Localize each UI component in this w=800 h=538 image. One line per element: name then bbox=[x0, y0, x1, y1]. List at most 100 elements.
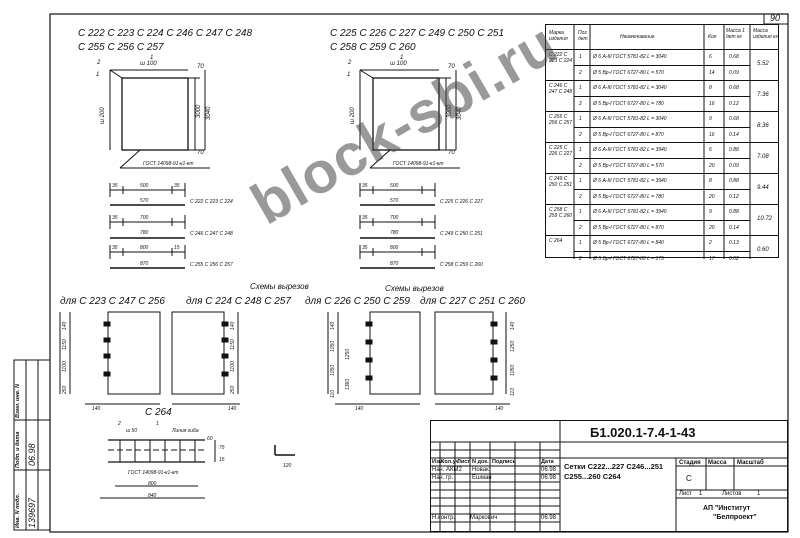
sb-35-1: 35 bbox=[362, 183, 368, 189]
spec-subrow-divider bbox=[574, 250, 750, 252]
spec-name: Ø 5 Вр-I ГОСТ 6727-80 L = 570 bbox=[593, 162, 664, 169]
h-date: Дата bbox=[541, 459, 554, 465]
spec-h-pos: Поз дет bbox=[578, 30, 588, 42]
spec-pos: 2 bbox=[579, 69, 582, 76]
sheets-header: Листов bbox=[722, 491, 742, 497]
r1-name: Новак bbox=[472, 467, 489, 473]
sb-r1-top: 500 bbox=[390, 183, 399, 189]
mesh-b-d70-bottom: 70 bbox=[448, 150, 455, 156]
sa-35-2: 35 bbox=[174, 183, 180, 189]
sheet-header: Лист bbox=[679, 491, 693, 497]
sb-r1-bot: 570 bbox=[390, 198, 399, 204]
mesh-a-w100: ш 100 bbox=[140, 61, 157, 67]
mesh-a-d70-bottom: 70 bbox=[197, 150, 204, 156]
spec-mass-one: 0.09 bbox=[729, 69, 739, 76]
spec-pos: 2 bbox=[579, 193, 582, 200]
page-number: 90 bbox=[770, 13, 781, 23]
spec-mass-one: 0.68 bbox=[729, 116, 739, 122]
spec-row-divider bbox=[546, 142, 778, 143]
spec-h-mtotal: Масса изделия кг bbox=[753, 28, 778, 40]
cut2-140: 140 bbox=[230, 321, 236, 330]
c264-60: 60 bbox=[207, 436, 213, 442]
sb-40-1: 35 bbox=[362, 215, 368, 221]
side-sign-value: 06.98 bbox=[27, 443, 37, 466]
stamp-grid bbox=[430, 420, 788, 532]
spec-subrow-divider bbox=[574, 126, 750, 128]
c264-15: 15 bbox=[219, 457, 225, 463]
spec-qty: 16 bbox=[709, 131, 715, 138]
spec-subrow-divider bbox=[574, 95, 750, 97]
r3-date: 06.98 bbox=[541, 515, 557, 521]
spec-qty: 9 bbox=[709, 116, 712, 122]
mesh-a-pos1-left: 1 bbox=[96, 72, 100, 78]
spec-mark: С 249 С 250 С 251 bbox=[549, 176, 573, 188]
sb-r2-label: С 249 С 250 С 251 bbox=[440, 231, 483, 237]
spec-mass-total: 10.72 bbox=[757, 216, 773, 222]
spec-mass-one: 0.68 bbox=[729, 54, 739, 60]
mesh-a-drawing bbox=[109, 69, 210, 169]
mesh-b-d70: 70 bbox=[448, 64, 455, 70]
h-list: Лист bbox=[457, 459, 470, 465]
schemes-a bbox=[109, 183, 186, 269]
spec-h-mark: Марка изделия bbox=[549, 30, 568, 42]
spec-qty: 20 bbox=[709, 162, 715, 169]
sa-r3-top: 800 bbox=[140, 245, 149, 251]
spec-qty: 2 bbox=[709, 240, 712, 246]
spec-mass-one: 0.13 bbox=[729, 240, 739, 246]
cut3-140: 140 bbox=[330, 321, 336, 330]
org-line2: "Белпроект" bbox=[713, 514, 757, 521]
spec-mass-total: 7.36 bbox=[757, 92, 769, 98]
spec-pos: 1 bbox=[579, 116, 582, 122]
spec-name: Ø 6 А-III ГОСТ 5781-82 L = 3940 bbox=[593, 178, 667, 184]
spec-name: Ø 5 Вр-I ГОСТ 6727-80 L = 780 bbox=[593, 100, 664, 107]
sa-r2-label: С 246 С 247 С 248 bbox=[190, 231, 233, 237]
r1-role: Нач. АКМ2 bbox=[432, 467, 462, 473]
cut4-1250: 1250 bbox=[510, 340, 516, 352]
c264-840: 840 bbox=[148, 493, 157, 499]
c264-gost: ГОСТ 14098-91-к1-кт bbox=[128, 470, 179, 476]
mesh-a-w200: ш 200 bbox=[100, 107, 106, 124]
mesh-b-pos1-left: 1 bbox=[347, 72, 351, 78]
cut4-140: 140 bbox=[510, 321, 516, 330]
h-izm: Изм. bbox=[432, 459, 445, 465]
spec-qty: 6 bbox=[709, 147, 712, 153]
spec-mark: С 222 С 223 С 224 bbox=[549, 52, 573, 64]
spec-mass-total: 5.52 bbox=[757, 61, 769, 67]
c264-drawing bbox=[100, 439, 295, 499]
spec-name: Ø 6 А-III ГОСТ 5781-82 L = 3040 bbox=[593, 85, 667, 91]
spec-mass-one: 0.02 bbox=[729, 255, 739, 262]
spec-pos: 1 bbox=[579, 147, 582, 153]
spec-h-qty: Кол bbox=[708, 34, 717, 40]
spec-qty: 20 bbox=[709, 224, 715, 231]
spec-name: Ø 6 А-III ГОСТ 5781-82 L = 3940 bbox=[593, 209, 667, 215]
cut1-1100: 1100 bbox=[62, 361, 68, 372]
spec-mark: С 264 bbox=[549, 238, 563, 244]
mesh-a-pos2: 2 bbox=[97, 60, 101, 66]
cut2-1150: 1150 bbox=[230, 339, 236, 350]
sa-r1-label: С 222 С 223 С 224 bbox=[190, 199, 233, 205]
spec-subrow-divider bbox=[574, 64, 750, 66]
cut3-140-bottom: 140 bbox=[355, 406, 364, 412]
spec-subrow-divider bbox=[574, 188, 750, 190]
r1-date: 06.98 bbox=[541, 467, 557, 473]
sb-r3-label: С 258 С 259 С 260 bbox=[440, 262, 483, 268]
spec-mass-one: 0.09 bbox=[729, 162, 739, 169]
c264-120: 120 bbox=[283, 463, 292, 469]
sa-r2-top: 700 bbox=[140, 215, 149, 221]
cut2-140-bottom: 140 bbox=[228, 406, 237, 412]
mesh-a-d70: 70 bbox=[197, 64, 204, 70]
spec-qty: 16 bbox=[709, 100, 715, 107]
spec-mark: С 246 С 247 С 248 bbox=[549, 83, 573, 95]
title-line1: Сетки С222...227 С246...251 bbox=[564, 462, 664, 471]
spec-pos: 2 bbox=[579, 224, 582, 231]
cut3-110: 110 bbox=[330, 390, 336, 398]
spec-name: Ø 5 Вр-I ГОСТ 6727-80 L = 870 bbox=[593, 224, 664, 231]
spec-pos: 1 bbox=[579, 85, 582, 91]
spec-pos: 1 bbox=[579, 178, 582, 184]
sb-r1-label: С 225 С 226 С 227 bbox=[440, 199, 483, 205]
spec-mass-total: 0.60 bbox=[757, 247, 769, 253]
spec-pos: 1 bbox=[579, 240, 582, 246]
spec-mass-total: 8.36 bbox=[757, 123, 769, 129]
